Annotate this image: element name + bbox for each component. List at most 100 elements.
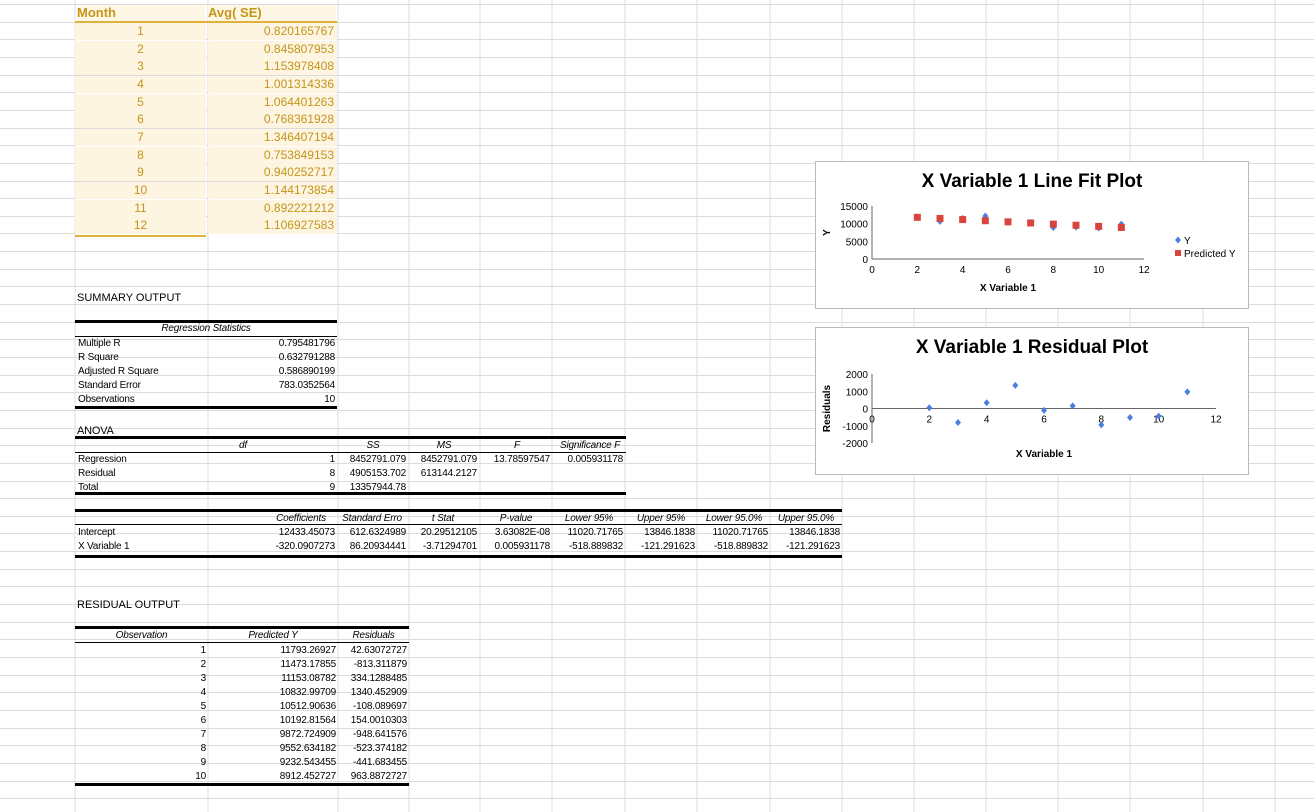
coef-value-cell[interactable]: -3.71294701 xyxy=(423,541,477,552)
observation-cell[interactable]: 5 xyxy=(200,701,207,712)
residual-point[interactable] xyxy=(955,419,961,427)
avg-se-cell[interactable]: 0.940252717 xyxy=(208,164,337,182)
avg-se-cell[interactable]: 1.153978408 xyxy=(208,58,337,76)
month-cell[interactable]: 1 xyxy=(75,23,206,40)
residual-cell[interactable]: 963.8872727 xyxy=(350,771,407,782)
stat-value[interactable]: 0.795481796 xyxy=(278,338,335,349)
observation-cell[interactable]: 7 xyxy=(200,729,207,740)
month-cell[interactable]: 11 xyxy=(75,199,206,217)
anova-df-cell[interactable]: 8 xyxy=(329,468,336,479)
predicted-y-point[interactable] xyxy=(1072,221,1080,229)
stat-label[interactable]: Observations xyxy=(78,394,135,405)
month-cell[interactable]: 7 xyxy=(75,128,206,146)
anova-title[interactable]: ANOVA xyxy=(77,425,114,437)
stat-value[interactable]: 0.632791288 xyxy=(278,352,335,363)
month-cell[interactable]: 4 xyxy=(75,75,206,93)
anova-ms-cell[interactable]: 8452791.079 xyxy=(420,454,477,465)
residual-cell[interactable]: 42.63072727 xyxy=(350,645,407,656)
coef-value-cell[interactable]: 13846.1838 xyxy=(644,527,695,538)
predicted-y-point[interactable] xyxy=(936,214,944,222)
predicted-y-cell[interactable]: 9232.543455 xyxy=(279,757,336,768)
predicted-y-point[interactable] xyxy=(1004,218,1012,226)
residual-point[interactable] xyxy=(1127,414,1133,422)
avg-se-cell[interactable]: 0.845807953 xyxy=(208,40,337,58)
residual-cell[interactable]: -108.089697 xyxy=(353,701,407,712)
observation-cell[interactable]: 10 xyxy=(195,771,206,782)
predicted-y-cell[interactable]: 9872.724909 xyxy=(279,729,336,740)
residual-point[interactable] xyxy=(1041,406,1047,414)
anova-ss-cell[interactable]: 4905153.702 xyxy=(349,468,406,479)
residual-point[interactable] xyxy=(1012,381,1019,389)
residual-point[interactable] xyxy=(983,399,990,407)
residual-header[interactable]: Residuals xyxy=(352,630,395,641)
stat-value[interactable]: 10 xyxy=(324,394,335,405)
observation-cell[interactable]: 3 xyxy=(200,673,207,684)
residual-header[interactable]: Predicted Y xyxy=(248,630,298,641)
predicted-y-point[interactable] xyxy=(1095,222,1103,230)
coef-value-cell[interactable]: -518.889832 xyxy=(714,541,768,552)
avg-se-cell[interactable]: 1.064401263 xyxy=(208,93,337,111)
predicted-y-point[interactable] xyxy=(1117,224,1125,232)
avg-se-header[interactable]: Avg( SE) xyxy=(208,5,336,21)
residual-cell[interactable]: -441.683455 xyxy=(353,757,407,768)
anova-header[interactable]: Significance F xyxy=(559,440,620,451)
predicted-y-cell[interactable]: 10832.99709 xyxy=(279,687,336,698)
avg-se-cell[interactable]: 1.106927583 xyxy=(208,217,337,235)
residual-cell[interactable]: 1340.452909 xyxy=(350,687,407,698)
anova-header[interactable]: df xyxy=(239,440,247,451)
anova-row-label[interactable]: Residual xyxy=(78,468,116,479)
observation-cell[interactable]: 4 xyxy=(200,687,207,698)
coef-header[interactable]: P-value xyxy=(499,513,533,524)
residual-cell[interactable]: -813.311879 xyxy=(353,659,407,670)
coef-header[interactable]: Lower 95.0% xyxy=(705,513,763,524)
coef-value-cell[interactable]: -518.889832 xyxy=(569,541,623,552)
anova-ms-cell[interactable]: 613144.2127 xyxy=(420,468,477,479)
coef-row-label[interactable]: Intercept xyxy=(78,527,116,538)
avg-se-cell[interactable]: 0.820165767 xyxy=(208,23,337,40)
month-cell[interactable]: 3 xyxy=(75,58,206,76)
observation-cell[interactable]: 9 xyxy=(200,757,207,768)
coef-value-cell[interactable]: 11020.71765 xyxy=(712,527,769,538)
anova-df-cell[interactable]: 1 xyxy=(329,454,336,465)
anova-df-cell[interactable]: 9 xyxy=(329,482,336,493)
coef-value-cell[interactable]: 86.20934441 xyxy=(349,541,406,552)
coef-value-cell[interactable]: 612.6324989 xyxy=(349,527,406,538)
predicted-y-point[interactable] xyxy=(913,213,921,221)
anova-row-label[interactable]: Total xyxy=(78,482,99,493)
anova-header[interactable]: SS xyxy=(366,440,380,451)
month-cell[interactable]: 2 xyxy=(75,40,206,58)
residual-point[interactable] xyxy=(926,404,933,412)
observation-cell[interactable]: 6 xyxy=(200,715,207,726)
observation-cell[interactable]: 8 xyxy=(200,743,207,754)
anova-header[interactable]: F xyxy=(514,440,520,451)
predicted-y-cell[interactable]: 11473.17855 xyxy=(280,659,337,670)
avg-se-cell[interactable]: 1.001314336 xyxy=(208,75,337,93)
residual-point[interactable] xyxy=(1155,412,1162,420)
predicted-y-cell[interactable]: 10512.90636 xyxy=(279,701,336,712)
residual-point[interactable] xyxy=(1098,421,1105,429)
residual-output-title[interactable]: RESIDUAL OUTPUT xyxy=(77,599,180,611)
predicted-y-point[interactable] xyxy=(1049,220,1057,228)
predicted-y-point[interactable] xyxy=(981,217,989,225)
avg-se-cell[interactable]: 0.768361928 xyxy=(208,111,337,129)
anova-f-cell[interactable]: 13.78597547 xyxy=(493,454,550,465)
coef-value-cell[interactable]: -121.291623 xyxy=(786,541,840,552)
stat-value[interactable]: 783.0352564 xyxy=(278,380,335,391)
predicted-y-cell[interactable]: 9552.634182 xyxy=(279,743,336,754)
coef-header[interactable]: Upper 95% xyxy=(636,513,686,524)
anova-header[interactable]: MS xyxy=(436,440,452,451)
coef-value-cell[interactable]: -320.0907273 xyxy=(275,541,336,552)
predicted-y-cell[interactable]: 8912.452727 xyxy=(279,771,336,782)
residual-cell[interactable]: -948.641576 xyxy=(353,729,407,740)
observation-cell[interactable]: 2 xyxy=(200,659,207,670)
stat-label[interactable]: Standard Error xyxy=(78,380,141,391)
predicted-y-cell[interactable]: 11793.26927 xyxy=(280,645,337,656)
coef-value-cell[interactable]: 13846.1838 xyxy=(789,527,840,538)
anova-ss-cell[interactable]: 8452791.079 xyxy=(349,454,406,465)
residual-cell[interactable]: -523.374182 xyxy=(353,743,407,754)
predicted-y-point[interactable] xyxy=(959,216,967,224)
residual-cell[interactable]: 334.1288485 xyxy=(350,673,407,684)
avg-se-cell[interactable]: 0.753849153 xyxy=(208,146,337,164)
stat-label[interactable]: R Square xyxy=(78,352,119,363)
